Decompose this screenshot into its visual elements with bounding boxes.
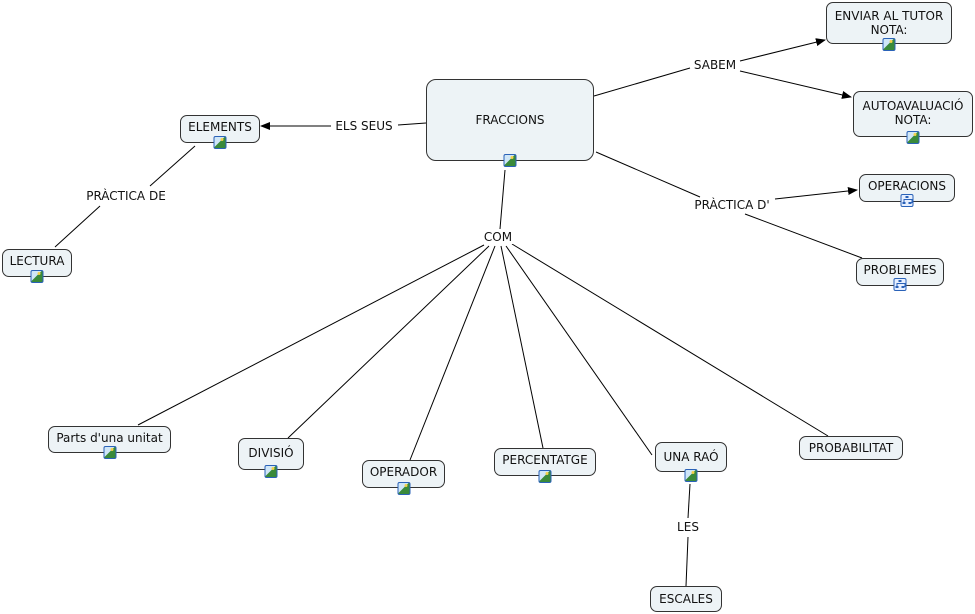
line-fraccions-elsseus [397, 122, 427, 126]
concept-label: UNA RAÓ [663, 450, 719, 464]
link-practica-de[interactable]: PRÀCTICA DE [84, 189, 168, 203]
image-icon[interactable] [30, 270, 44, 283]
image-icon[interactable] [882, 38, 896, 51]
concept-label: PROBLEMES [863, 263, 937, 277]
line-sabem-autoavaluacio [739, 70, 852, 99]
line-com-probabilitat [511, 243, 829, 437]
concept-label-line2: NOTA: [894, 113, 932, 127]
concept-label: AUTOAVALUACIÓ [862, 99, 964, 113]
line-fraccions-practicad [595, 151, 701, 198]
concept-elements[interactable]: ELEMENTS [180, 115, 260, 149]
concept-label: ESCALES [659, 592, 713, 606]
link-sabem[interactable]: SABEM [691, 58, 739, 72]
image-icon[interactable] [213, 136, 227, 149]
concept-operador[interactable]: OPERADOR [362, 460, 445, 495]
concept-label: DIVISIÓ [248, 446, 294, 460]
line-practicad-problemes [744, 213, 863, 259]
line-practicad-operacions [774, 187, 858, 200]
link-els-seus[interactable]: ELS SEUS [333, 119, 395, 133]
cmap-icon[interactable] [893, 278, 907, 291]
line-les-escales [685, 536, 689, 587]
concept-autoavaluacio[interactable]: AUTOAVALUACIÓ NOTA: [853, 91, 973, 144]
line-practicade-lectura [54, 205, 101, 248]
image-icon[interactable] [264, 465, 278, 478]
line-sabem-enviar [739, 38, 826, 62]
concept-percentatge[interactable]: PERCENTATGE [494, 448, 596, 483]
image-icon[interactable] [906, 131, 920, 144]
link-practica-d[interactable]: PRÀCTICA D' [692, 198, 772, 212]
concept-label-line2: NOTA: [870, 23, 908, 37]
image-icon[interactable] [397, 482, 410, 495]
concept-lectura[interactable]: LECTURA [2, 249, 72, 283]
line-elements-practicade [149, 145, 196, 187]
concept-enviar-al-tutor[interactable]: ENVIAR AL TUTOR NOTA: [826, 2, 952, 51]
line-com-percentatge [500, 245, 544, 449]
cmap-icon[interactable] [900, 194, 914, 207]
concept-probabilitat[interactable]: PROBABILITAT [799, 436, 903, 460]
concept-escales[interactable]: ESCALES [650, 586, 722, 612]
concept-una-rao[interactable]: UNA RAÓ [655, 442, 727, 482]
line-unarao-les [687, 483, 691, 519]
image-icon[interactable] [503, 154, 517, 167]
link-les[interactable]: LES [675, 520, 701, 534]
concept-parts-d-una-unitat[interactable]: Parts d'una unitat [48, 426, 171, 459]
line-com-divisio [287, 245, 490, 439]
concept-label: Parts d'una unitat [56, 431, 163, 445]
image-icon[interactable] [538, 470, 552, 483]
concept-label: LECTURA [9, 254, 65, 268]
line-com-unarao [505, 245, 653, 456]
image-icon[interactable] [684, 469, 698, 482]
concept-label: FRACCIONS [475, 113, 545, 127]
concept-label: ENVIAR AL TUTOR [834, 9, 944, 23]
concept-label: PROBABILITAT [808, 441, 894, 455]
line-fraccions-com [499, 169, 506, 230]
concept-label: OPERADOR [369, 465, 438, 479]
concept-fraccions[interactable]: FRACCIONS [426, 79, 594, 167]
concept-operacions[interactable]: OPERACIONS [859, 174, 955, 207]
line-com-operador [409, 245, 496, 461]
concept-label: ELEMENTS [188, 120, 252, 134]
concept-label: OPERACIONS [867, 179, 947, 193]
concept-problemes[interactable]: PROBLEMES [856, 258, 944, 291]
line-com-parts [137, 244, 485, 426]
line-fraccions-sabem [593, 67, 691, 97]
concept-label: PERCENTATGE [502, 453, 588, 467]
image-icon[interactable] [103, 446, 116, 459]
link-com[interactable]: COM [481, 230, 515, 244]
concept-divisio[interactable]: DIVISIÓ [238, 438, 304, 478]
